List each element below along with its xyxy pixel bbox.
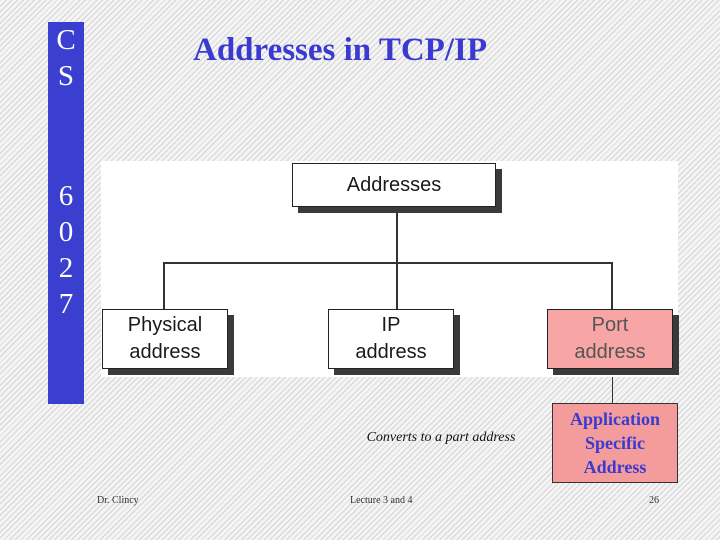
sidebar-digit-0: 0 — [58, 216, 74, 248]
footer-lecture: Lecture 3 and 4 — [350, 495, 413, 506]
horizontal-connector — [163, 262, 613, 264]
sidebar-digit-7: 7 — [58, 288, 74, 320]
root-connector — [396, 207, 398, 263]
sidebar-letter-c: C — [56, 24, 76, 56]
sidebar-digit-6: 6 — [58, 180, 74, 212]
addresses-box: Addresses — [292, 163, 496, 207]
course-sidebar: C S 6 0 2 7 — [48, 22, 84, 404]
app-connector — [612, 377, 613, 403]
sidebar-digit-2: 2 — [58, 252, 74, 284]
slide-title: Addresses in TCP/IP — [192, 32, 487, 68]
ip-connector — [396, 262, 398, 309]
port-connector — [611, 262, 613, 309]
sidebar-letter-s: S — [57, 60, 75, 92]
physical-connector — [163, 262, 165, 309]
footer-author: Dr. Clincy — [97, 495, 139, 506]
footer-page-number: 26 — [649, 495, 659, 506]
conversion-note: Converts to a part address — [366, 430, 516, 445]
addresses-label: Addresses — [346, 173, 442, 196]
